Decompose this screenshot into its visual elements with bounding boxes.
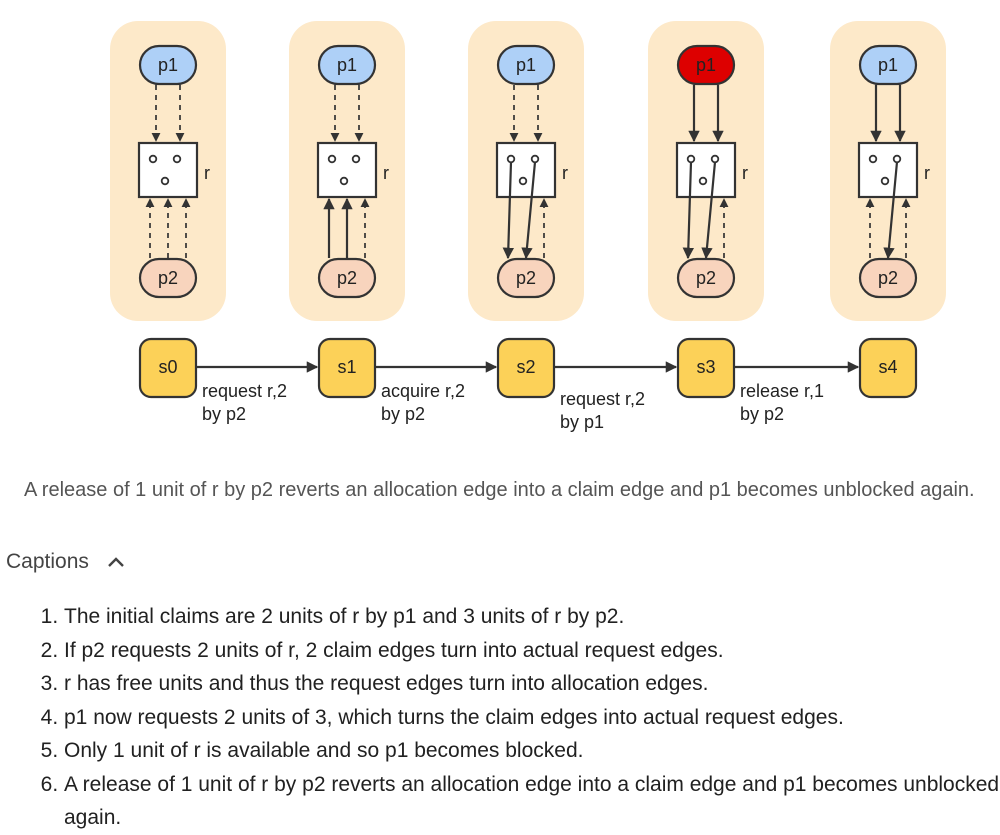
captions-toggle-label: Captions [6,550,89,573]
transition-label-line1: acquire r,2 [381,381,465,401]
resource-unit-dot [172,154,182,164]
process-label-p2: p2 [878,268,898,288]
state-node-s1: s1 [317,337,377,399]
resource-box [316,141,378,199]
resource-box [675,141,737,199]
state-node-box [317,337,377,399]
state-node-box [858,337,918,399]
chevron-up-icon [108,557,124,567]
transition-label-line1: request r,2 [560,389,645,409]
process-label-p2: p2 [158,268,178,288]
caption-item: A release of 1 unit of r by p2 reverts a… [64,768,1000,835]
resource-unit-dot [351,154,361,164]
process-node-p2 [138,257,198,299]
state-panel-s1: r p1 p2 [289,21,405,321]
state-panel-s4: r p1 p2 [830,21,946,321]
allocation-edge [701,161,717,260]
process-node-p1 [676,44,736,86]
resource-label: r [562,163,568,183]
resource-unit-dot [892,154,902,164]
process-node-p1 [858,44,918,86]
transition-label-line1: release r,1 [740,381,824,401]
allocation-edge [521,161,537,260]
caption-item: r has free units and thus the request ed… [64,667,1000,701]
state-panel-s2: r p1 p2 [468,21,584,321]
resource-unit-dot [710,154,720,164]
caption-item: p1 now requests 2 units of 3, which turn… [64,701,1000,735]
resource-box [857,141,919,199]
process-label-p2: p2 [337,268,357,288]
state-node-box [138,337,198,399]
resource-unit-dot [880,176,890,186]
state-node-s3: s3 [676,337,736,399]
state-node-label: s4 [878,357,897,377]
process-label-p1: p1 [158,55,178,75]
transition-label-line2: by p2 [381,404,425,424]
resource-label: r [204,163,210,183]
state-panel-s0: r p1 p2 [110,21,226,321]
state-node-label: s2 [516,357,535,377]
resource-unit-dot [148,154,158,164]
state-node-label: s1 [337,357,356,377]
state-node-label: s3 [696,357,715,377]
caption-item: The initial claims are 2 units of r by p… [64,600,1000,634]
process-label-p1: p1 [696,55,716,75]
resource-box [495,141,557,199]
slide-caption: A release of 1 unit of r by p2 reverts a… [24,479,975,501]
transition-label-line2: by p2 [202,404,246,424]
process-node-p2 [496,257,556,299]
state-node-label: s0 [158,357,177,377]
resource-unit-dot [868,154,878,164]
state-node-s4: s4 [858,337,918,399]
captions-toggle[interactable]: Captions [6,550,125,574]
resource-unit-dot [698,176,708,186]
resource-unit-dot [686,154,696,164]
resource-label: r [383,163,389,183]
resource-unit-dot [160,176,170,186]
state-node-s0: s0 [138,337,198,399]
process-node-p2 [317,257,377,299]
resource-unit-dot [327,154,337,164]
state-panel-s3: r p1 p2 [648,21,764,321]
process-label-p2: p2 [516,268,536,288]
resource-unit-dot [530,154,540,164]
transition-label-line2: by p2 [740,404,784,424]
process-node-p1 [138,44,198,86]
allocation-edge [502,161,515,260]
state-node-box [496,337,556,399]
state-node-box [676,337,736,399]
resource-unit-dot [339,176,349,186]
process-node-p1 [496,44,556,86]
process-label-p1: p1 [337,55,357,75]
process-label-p2: p2 [696,268,716,288]
caption-item: Only 1 unit of r is available and so p1 … [64,734,1000,768]
transition-label-line2: by p1 [560,412,604,432]
resource-unit-dot [518,176,528,186]
process-node-p2 [676,257,736,299]
resource-allocation-diagram: r p1 p2 r p1 p2 r p1 p2 r p1 p2 r p1 p2 s0 s1 s2 s3 s4 requ… [110,21,946,432]
process-node-p2 [858,257,918,299]
transition-label-line1: request r,2 [202,381,287,401]
captions-list: The initial claims are 2 units of r by p… [26,600,1000,835]
resource-label: r [742,163,748,183]
process-node-p1 [317,44,377,86]
resource-unit-dot [506,154,516,164]
resource-label: r [924,163,930,183]
process-label-p1: p1 [516,55,536,75]
allocation-edge [883,161,899,260]
caption-item: If p2 requests 2 units of r, 2 claim edg… [64,634,1000,668]
state-node-s2: s2 [496,337,556,399]
resource-box [137,141,199,199]
allocation-edge [682,161,695,260]
process-label-p1: p1 [878,55,898,75]
